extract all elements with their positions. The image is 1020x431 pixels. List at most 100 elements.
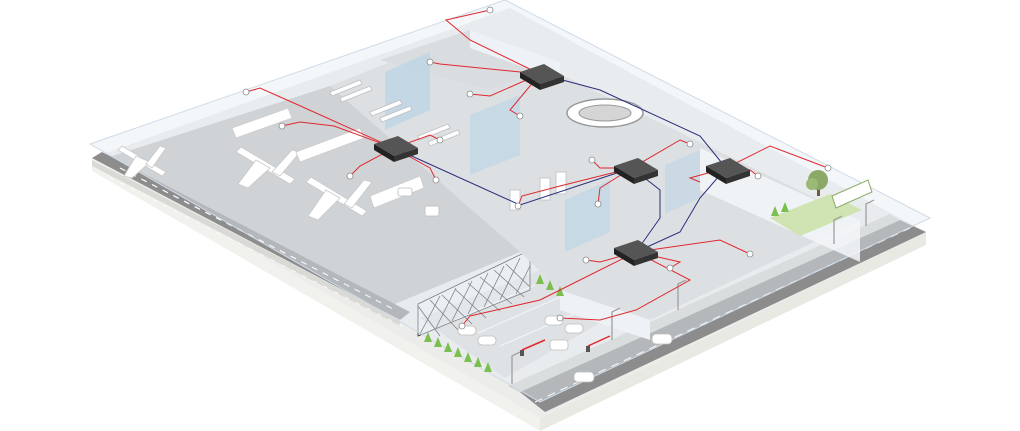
glass-wall-b xyxy=(470,95,520,175)
road-curb xyxy=(508,214,900,392)
fence-wire xyxy=(429,299,459,331)
cable-red xyxy=(469,73,541,97)
streetlight-icon xyxy=(833,215,843,244)
camera-icon xyxy=(486,6,494,14)
terminal-upper-floor xyxy=(380,30,560,90)
cable-red xyxy=(444,9,541,75)
cable-red xyxy=(461,251,637,327)
tree-icon xyxy=(474,357,482,367)
check-in-counter-icon xyxy=(369,99,403,117)
camera-icon xyxy=(278,122,286,130)
tree-icon xyxy=(464,352,472,362)
terminal-wall-front xyxy=(560,290,650,340)
tree-icon xyxy=(444,342,452,352)
cable-red xyxy=(631,139,691,169)
network-switch-icon xyxy=(614,158,658,184)
network-switch-icon xyxy=(614,240,658,266)
cable-red xyxy=(635,239,751,255)
tree-icon xyxy=(556,286,564,296)
glass-wall-a xyxy=(385,52,430,130)
camera-icon xyxy=(514,202,522,210)
runway-centerline xyxy=(119,167,396,311)
check-in-counter-icon xyxy=(555,171,567,195)
airplane-icon xyxy=(235,146,301,189)
slab-left-side xyxy=(92,158,540,431)
terminal-floor xyxy=(330,30,860,320)
streetlight-icon xyxy=(677,279,687,310)
camera-icon xyxy=(466,90,474,98)
fence-wire xyxy=(483,265,505,308)
fence-wire xyxy=(451,280,473,322)
baggage-carousel-icon xyxy=(566,98,644,128)
fence-outline xyxy=(417,249,531,337)
fence-wire xyxy=(515,265,531,295)
cable-red xyxy=(517,167,633,207)
streetlight-icon xyxy=(611,307,621,340)
camera-icon xyxy=(346,172,354,180)
slab-right-side xyxy=(540,232,926,431)
fence-wire xyxy=(467,272,489,315)
network-switch-icon xyxy=(374,136,418,162)
tree-icon xyxy=(536,274,544,284)
fence-wire xyxy=(419,295,441,335)
runway-edge xyxy=(92,160,400,326)
fence-wire xyxy=(417,305,441,337)
cable-blue xyxy=(539,73,727,169)
camera-icon xyxy=(666,264,674,272)
camera-icon xyxy=(432,176,440,184)
glass-wall-d xyxy=(665,150,700,214)
tree-icon xyxy=(484,362,492,372)
camera-icon xyxy=(746,250,754,258)
check-in-counter-icon xyxy=(379,105,413,123)
tree-icon xyxy=(424,332,432,342)
parking-line xyxy=(499,308,586,347)
car-icon xyxy=(651,333,673,345)
car-icon xyxy=(549,339,569,351)
network-switches xyxy=(374,64,750,266)
camera-icon xyxy=(556,314,564,322)
camera-icon xyxy=(426,58,434,66)
camera-icon xyxy=(686,140,694,148)
car-icon xyxy=(573,371,595,383)
check-in-counter-icon xyxy=(339,85,373,103)
camera-icon xyxy=(594,200,602,208)
perimeter-fence xyxy=(417,249,531,337)
fence-wire xyxy=(435,287,457,329)
camera-icon xyxy=(754,172,762,180)
cable-blue xyxy=(635,167,727,253)
airplane-icon xyxy=(305,176,373,221)
barrier-gate-icon xyxy=(520,350,524,356)
cable-red xyxy=(725,145,829,169)
camera-icon xyxy=(588,156,596,164)
planter xyxy=(831,179,873,209)
barrier-gate-icon xyxy=(587,335,611,347)
tree-icon xyxy=(454,347,462,357)
tree-icon xyxy=(781,202,789,212)
car-icon xyxy=(397,187,413,197)
jet-bridge-icon xyxy=(231,107,425,209)
cable-red xyxy=(281,121,395,149)
tree-icon xyxy=(434,337,442,347)
fence-wire xyxy=(467,282,501,312)
tree-icon xyxy=(546,280,554,290)
camera-icon xyxy=(824,164,832,172)
streetlight-icon xyxy=(511,351,521,384)
cable-red xyxy=(509,73,541,117)
fence-wire xyxy=(479,276,513,305)
garden-area xyxy=(770,170,873,236)
airplane-icon xyxy=(117,145,167,179)
barrier-gates xyxy=(520,335,611,356)
cable-red xyxy=(245,87,395,149)
car-icon xyxy=(424,205,440,217)
streetlight-icon xyxy=(865,199,875,226)
check-in-counter-icon xyxy=(329,79,363,97)
cameras xyxy=(242,6,832,330)
fence-wire xyxy=(505,263,531,288)
barrier-gate-icon xyxy=(586,346,590,352)
camera-icon xyxy=(436,136,444,144)
apron-marking xyxy=(109,177,411,331)
tree-icon xyxy=(806,170,828,196)
camera-icon xyxy=(242,88,250,96)
